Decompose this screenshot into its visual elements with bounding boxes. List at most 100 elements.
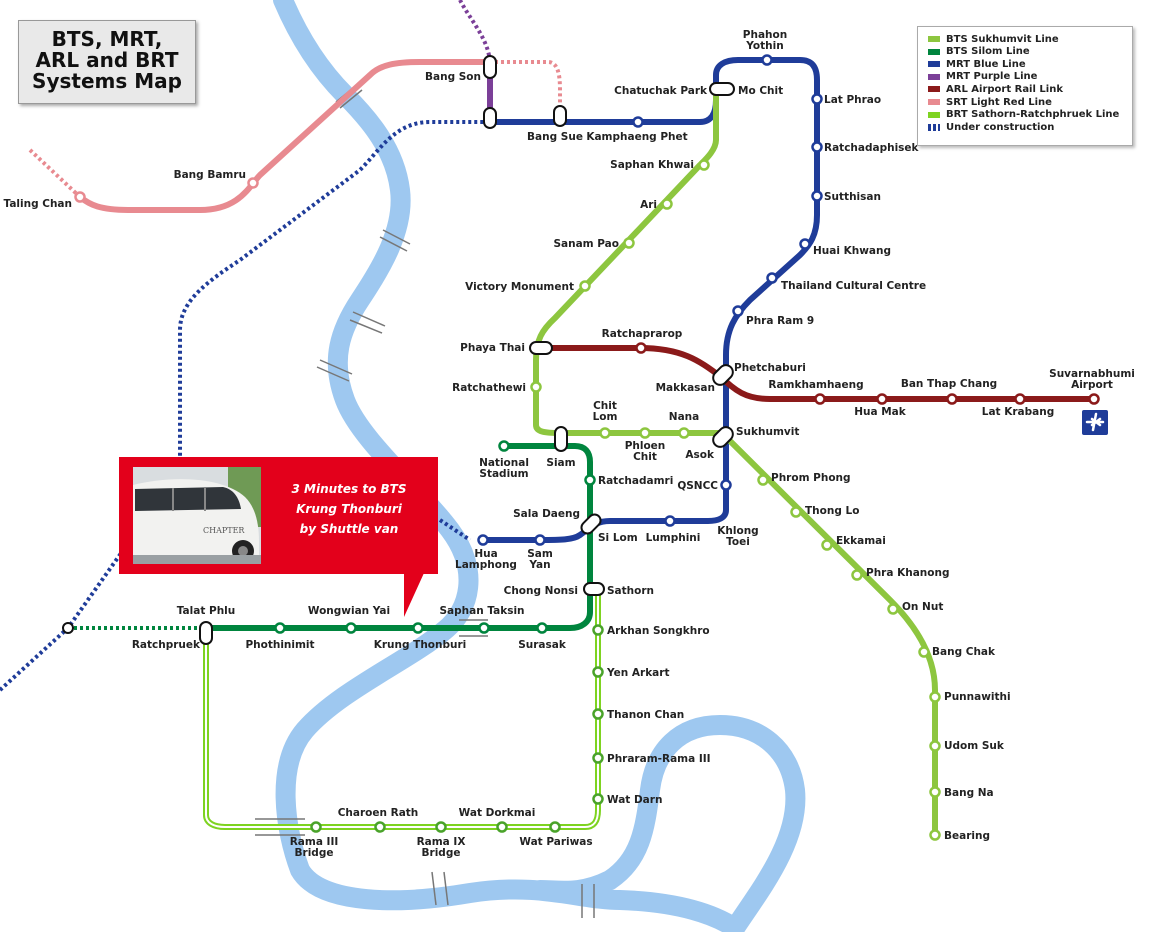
label-ratchaprarop: Ratchaprarop [602,328,683,340]
van-logo-text: CHAPTER [203,526,245,535]
label-phra-khanong: Phra Khanong [866,567,949,579]
label-thong-lo: Thong Lo [805,505,859,517]
legend-label: MRT Blue Line [946,58,1026,70]
airplane-icon [1082,410,1108,435]
svg-text:Lom: Lom [593,411,618,423]
label-charoen-rath: Charoen Rath [338,807,419,819]
label-makkasan: Makkasan [656,382,715,394]
label-ratchpruek: Ratchpruek [132,639,201,651]
label-bang-sue: Bang Sue [527,131,583,143]
label-arkhan-songkhro: Arkhan Songkhro [607,625,710,637]
legend-swatch [928,111,940,119]
label-wat-pariwas: Wat Pariwas [519,836,592,848]
label-udom-suk: Udom Suk [944,740,1005,752]
label-chit-lom: Chit [593,400,617,412]
label-nana: Nana [669,411,699,423]
label-lat-phrao: Lat Phrao [824,94,881,106]
station-markers [74,54,1100,841]
label-surasak: Surasak [518,639,567,651]
legend-swatch [928,86,940,93]
label-sukhumvit: Sukhumvit [736,426,799,438]
label-ramkhamhaeng: Ramkhamhaeng [768,379,863,391]
legend-label: BTS Silom Line [946,46,1030,58]
svg-text:Bridge: Bridge [422,847,461,859]
legend-label: BTS Sukhumvit Line [946,33,1059,45]
label-phrom-phong: Phrom Phong [771,472,851,484]
legend-row: BTS Silom Line [928,46,1030,58]
label-krung-thonburi: Krung Thonburi [374,639,467,651]
legend-row: BTS Sukhumvit Line [928,33,1059,45]
label-saphan-taksin: Saphan Taksin [439,605,524,617]
svg-text:Lamphong: Lamphong [455,559,517,571]
shuttle-van-photo: CHAPTER [133,467,261,564]
label-lat-krabang: Lat Krabang [982,406,1054,418]
interchange-markers [62,55,735,645]
label-huai-khwang: Huai Khwang [813,245,891,257]
label-hua-lamphong: Hua [474,548,497,560]
legend-label: MRT Purple Line [946,71,1038,83]
label-rama-ix-bridge: Rama IX [417,836,466,848]
label-bearing: Bearing [944,830,990,842]
label-bang-son: Bang Son [425,71,481,83]
label-ekkamai: Ekkamai [836,535,886,547]
label-phraram-rama-iii: Phraram-Rama III [607,753,711,765]
label-phra-ram-9: Phra Ram 9 [746,315,814,327]
label-sala-daeng: Sala Daeng [513,508,580,520]
label-chatuchak-park: Chatuchak Park [614,85,708,97]
label-chong-nonsi: Chong Nonsi [504,585,578,597]
label-national-stadium: National [479,457,529,469]
label-sutthisan: Sutthisan [824,191,881,203]
label-ratchadaphisek: Ratchadaphisek [824,142,920,154]
legend-row: SRT Light Red Line [928,96,1052,108]
label-siam: Siam [546,457,575,469]
label-qsncc: QSNCC [677,480,718,492]
label-phloen-chit: Phloen [625,440,666,452]
label-phetchaburi: Phetchaburi [734,362,806,374]
label-phaya-thai: Phaya Thai [460,342,525,354]
legend-label: BRT Sathorn-Ratchphruek Line [946,109,1120,121]
label-ban-thap-chang: Ban Thap Chang [901,378,997,390]
label-phahon-yothin: Phahon [743,29,787,41]
legend-swatch [928,73,940,80]
legend-row: BRT Sathorn-Ratchphruek Line [928,109,1119,121]
label-sam-yan: Sam [527,548,553,560]
legend-label: ARL Airport Rail Link [946,83,1063,95]
label-saphan-khwai: Saphan Khwai [610,159,694,171]
label-bang-chak: Bang Chak [932,646,996,658]
legend-row: MRT Purple Line [928,71,1037,83]
label-sanam-pao: Sanam Pao [553,238,619,250]
svg-text:Yan: Yan [528,559,550,571]
label-hua-mak: Hua Mak [854,406,907,418]
label-lumphini: Lumphini [646,532,701,544]
label-phothinimit: Phothinimit [245,639,314,651]
label-thanon-chan: Thanon Chan [607,709,684,721]
svg-text:Stadium: Stadium [479,468,528,480]
label-si-lom: Si Lom [598,532,638,544]
station-labels: Phahon Yothin Mo Chit Chatuchak Park Lat… [4,29,1135,859]
chao-phraya-river [273,0,806,932]
bts-silom-line [206,443,593,631]
legend-row: ARL Airport Rail Link [928,83,1063,95]
callout-pointer [404,573,424,617]
shuttle-promo-callout: CHAPTER 3 Minutes to BTS Krung Thonburi … [119,457,438,617]
legend-label: Under construction [946,121,1055,133]
label-yen-arkart: Yen Arkart [606,667,669,679]
label-thailand-cultural-centre: Thailand Cultural Centre [781,280,926,292]
label-asok: Asok [685,449,715,461]
label-victory-monument: Victory Monument [465,281,574,293]
label-wat-dorkmai: Wat Dorkmai [459,807,536,819]
label-khlong-toei: Khlong [717,525,758,537]
label-ari: Ari [640,199,657,211]
label-ratchadamri: Ratchadamri [598,475,673,487]
label-suvarnabhumi-airport: Suvarnabhumi [1049,368,1135,380]
svg-text:Airport: Airport [1071,379,1113,391]
label-wongwian-yai: Wongwian Yai [308,605,390,617]
river-bridges [255,83,595,918]
legend-row: MRT Blue Line [928,58,1026,70]
legend-swatch [928,48,940,55]
svg-text:Yothin: Yothin [745,40,783,52]
legend-swatch [928,123,940,131]
promo-line-3: by Shuttle van [299,522,399,536]
label-sathorn: Sathorn [607,585,654,597]
